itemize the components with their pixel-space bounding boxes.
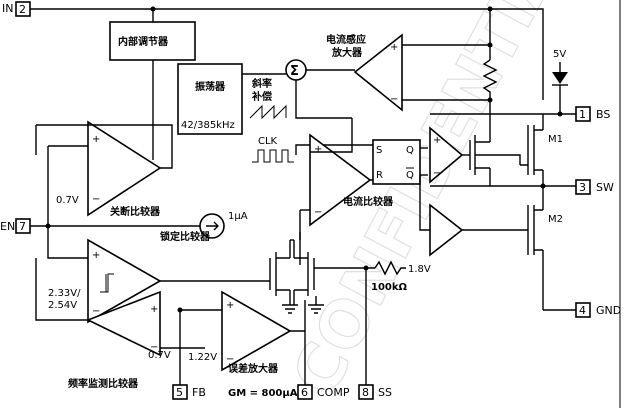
svg-text:+: + (226, 300, 234, 311)
pin-gnd-label: GND (596, 304, 621, 317)
resistor-100k (374, 260, 406, 276)
v5-label: 5V (553, 49, 566, 60)
lockout-mosfet-1 (269, 240, 291, 305)
current-src-label: 1μA (228, 211, 248, 222)
gm-label: GM = 800μA/V (228, 388, 309, 399)
current-comparator (309, 133, 372, 227)
svg-text:−: − (92, 306, 100, 317)
pin-fb-label: FB (192, 386, 206, 399)
shutdown-comparator (87, 120, 162, 217)
shutdown-label: 关断比较器 (110, 205, 161, 218)
svg-text:−: − (92, 194, 100, 205)
ground-symbol-1 (282, 304, 298, 314)
oscillator-block (177, 63, 243, 135)
slope-label-1: 斜率 (251, 77, 272, 90)
sense-resistor (482, 59, 498, 125)
slope-label-2: 补偿 (251, 90, 272, 103)
csa-minus: − (390, 94, 398, 105)
pin-fb-num: 5 (176, 386, 183, 399)
error-amp-label: 误差放大器 (228, 362, 279, 375)
pin-fb-box (172, 384, 188, 400)
v07-b-label: 0.7V (148, 350, 171, 361)
oscillator-label: 振荡器 (195, 80, 226, 93)
current-sense-amp (353, 33, 403, 112)
sum-symbol: Σ (290, 64, 299, 79)
pin-comp-box (297, 384, 313, 400)
pin-comp-label: COMP (317, 386, 350, 399)
m2-label: M2 (548, 214, 563, 225)
csa-label-1: 电流感应 (326, 33, 366, 46)
clk-label: CLK (258, 136, 278, 147)
pin-comp-num: 6 (301, 386, 308, 399)
uvlo-label-1: 2.33V/ (48, 288, 81, 299)
csa-plus: + (390, 42, 398, 53)
freq-fold-comparator (86, 290, 161, 357)
freq-fold-label: 频率监测比较器 (68, 377, 139, 390)
svg-text:−: − (150, 342, 158, 353)
m1-label: M1 (548, 134, 563, 145)
pin-sw-num: 3 (579, 181, 586, 194)
m2-mosfet (520, 205, 543, 255)
pin-gnd-num: 4 (579, 304, 586, 317)
svg-text:+: + (150, 304, 158, 315)
v07-a-label: 0.7V (56, 195, 79, 206)
sr-latch (372, 139, 421, 185)
oscillator-freq: 42/385kHz (181, 120, 235, 131)
svg-text:+: + (92, 250, 100, 261)
latch-r: R (376, 170, 383, 181)
svg-text:+: + (433, 135, 441, 146)
pin-gnd-box (575, 302, 591, 318)
clk-pulse-icon (252, 149, 294, 163)
pin-sw-box (575, 179, 591, 195)
diode-icon (552, 72, 568, 84)
pin-bs-num: 1 (579, 108, 586, 121)
latch-q: Q (406, 145, 414, 156)
pin-ss-label: SS (378, 386, 392, 399)
lockout-comparator (87, 238, 162, 324)
svg-text:+: + (314, 144, 322, 155)
pin-ss-num: 8 (362, 386, 369, 399)
pin-in-num: 2 (19, 3, 26, 16)
pin-en-label: EN (0, 220, 15, 233)
v122-label: 1.22V (188, 352, 217, 363)
regulator-label: 内部调节器 (118, 35, 169, 48)
r100k-label: 100kΩ (371, 282, 408, 293)
current-comp-label: 电流比较器 (343, 195, 394, 208)
v18-label: 1.8V (408, 264, 431, 275)
driver-mosfet (469, 125, 491, 186)
csa-label-2: 放大器 (331, 46, 363, 59)
uvlo-label-2: 2.54V (48, 300, 77, 311)
lockout-mosfet-2 (293, 240, 315, 305)
high-side-driver (429, 126, 464, 184)
pin-sw-label: SW (596, 181, 614, 194)
error-amplifier (221, 290, 292, 372)
lockout-label: 锁定比较器 (160, 230, 211, 243)
m1-mosfet (520, 125, 543, 175)
svg-text:−: − (226, 354, 234, 365)
latch-qbar: Q (406, 170, 414, 181)
pin-bs-label: BS (596, 108, 610, 121)
svg-text:−: − (433, 168, 441, 179)
pin-ss-box (358, 384, 374, 400)
hysteresis-icon (100, 273, 114, 293)
pin-in-label: IN (2, 2, 13, 15)
slope-ramp-icon (249, 104, 287, 120)
svg-text:−: − (314, 207, 322, 218)
svg-text:+: + (92, 134, 100, 145)
pin-en-num: 7 (19, 220, 26, 233)
latch-s: S (376, 145, 382, 156)
